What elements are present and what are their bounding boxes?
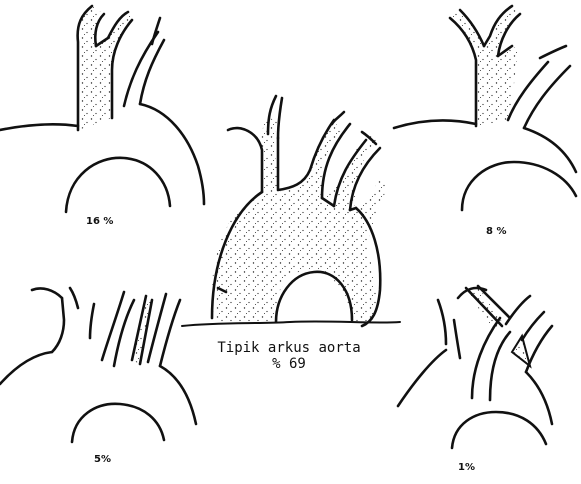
variant-percentage-label: 5% (94, 454, 111, 465)
variant-percentage-label: 16 % (86, 216, 113, 227)
arch-variant-top-right: 8 % (394, 6, 576, 237)
variant-percentage-label: 8 % (486, 226, 506, 237)
arch-variant-top-left: 16 % (0, 6, 204, 227)
shaded-aortic-arch (212, 118, 388, 326)
arch-variant-bottom-left: 5% (0, 288, 196, 465)
vessel-outline (0, 288, 196, 442)
variant-percentage-label: 1% (458, 462, 475, 473)
arch-variant-bottom-right: 1% (398, 286, 552, 473)
arch-variant-center-typical: Tipik arkus aorta % 69 (182, 96, 400, 376)
center-caption: Tipik arkus aorta (217, 340, 360, 356)
vessel-outline (398, 286, 552, 448)
center-percentage: % 69 (272, 356, 306, 372)
shaded-common-trunk (78, 6, 132, 130)
